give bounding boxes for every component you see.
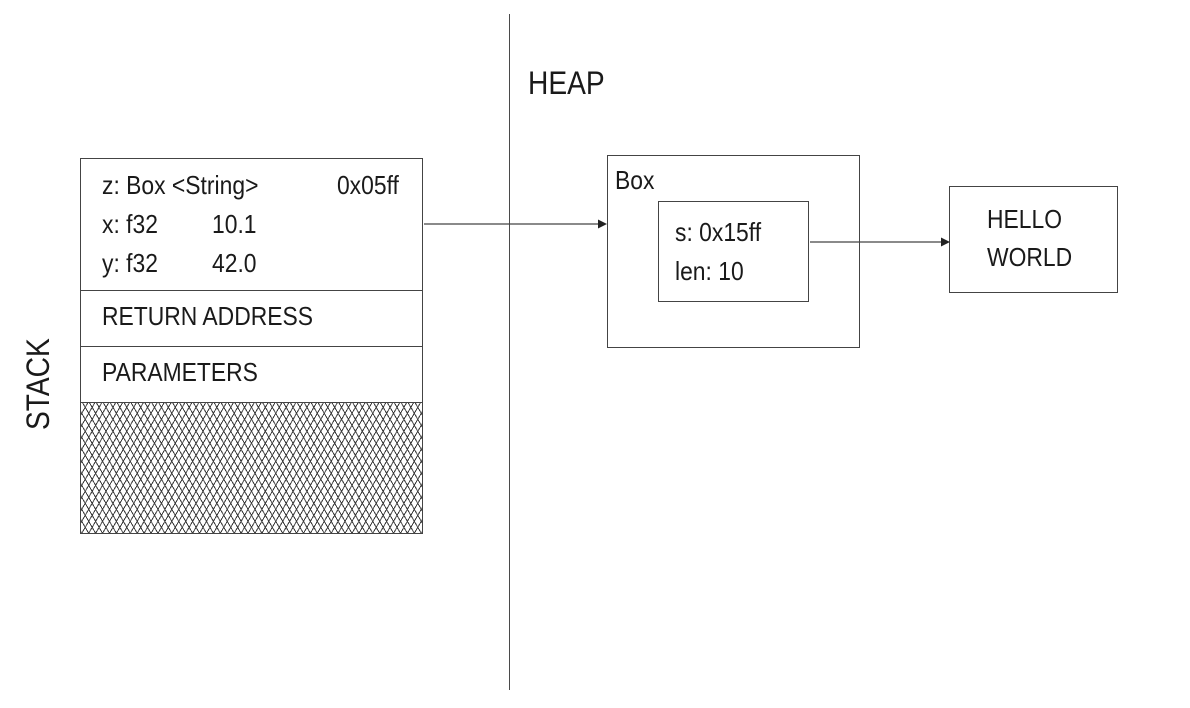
stack-label: STACK bbox=[20, 338, 56, 430]
stack-to-box-arrowhead bbox=[598, 219, 607, 229]
var-z-row: z: Box <String> 0x05ff bbox=[102, 170, 399, 200]
parameters-row: PARAMETERS bbox=[80, 347, 423, 403]
return-address-row: RETURN ADDRESS bbox=[80, 291, 423, 347]
var-x-name: x: f32 bbox=[102, 209, 158, 239]
var-z-value: 0x05ff bbox=[336, 170, 399, 200]
stack-variables-section: z: Box <String> 0x05ff x: f32 10.1 y: f3… bbox=[80, 158, 423, 291]
string-data-line-1: HELLO bbox=[987, 204, 1063, 234]
var-y-value: 42.0 bbox=[212, 248, 257, 278]
heap-box-title: Box bbox=[615, 165, 655, 195]
string-data-line-2: WORLD bbox=[987, 242, 1073, 272]
heap-label: HEAP bbox=[528, 65, 605, 101]
string-length-field: len: 10 bbox=[675, 256, 744, 286]
var-x-value: 10.1 bbox=[212, 209, 257, 239]
string-pointer-field: s: 0x15ff bbox=[675, 217, 762, 247]
string-data-box bbox=[949, 186, 1118, 293]
var-z-name: z: Box <String> bbox=[102, 170, 259, 200]
heap-box-allocation bbox=[607, 155, 860, 348]
string-struct-box bbox=[658, 201, 809, 302]
stack-heap-divider bbox=[509, 14, 510, 690]
return-address-label: RETURN ADDRESS bbox=[102, 301, 314, 331]
var-y-name: y: f32 bbox=[102, 248, 158, 278]
parameters-label: PARAMETERS bbox=[102, 357, 258, 387]
var-y-row: y: f32 42.0 bbox=[102, 248, 257, 278]
unused-stack-space bbox=[81, 403, 422, 533]
var-x-row: x: f32 10.1 bbox=[102, 209, 257, 239]
